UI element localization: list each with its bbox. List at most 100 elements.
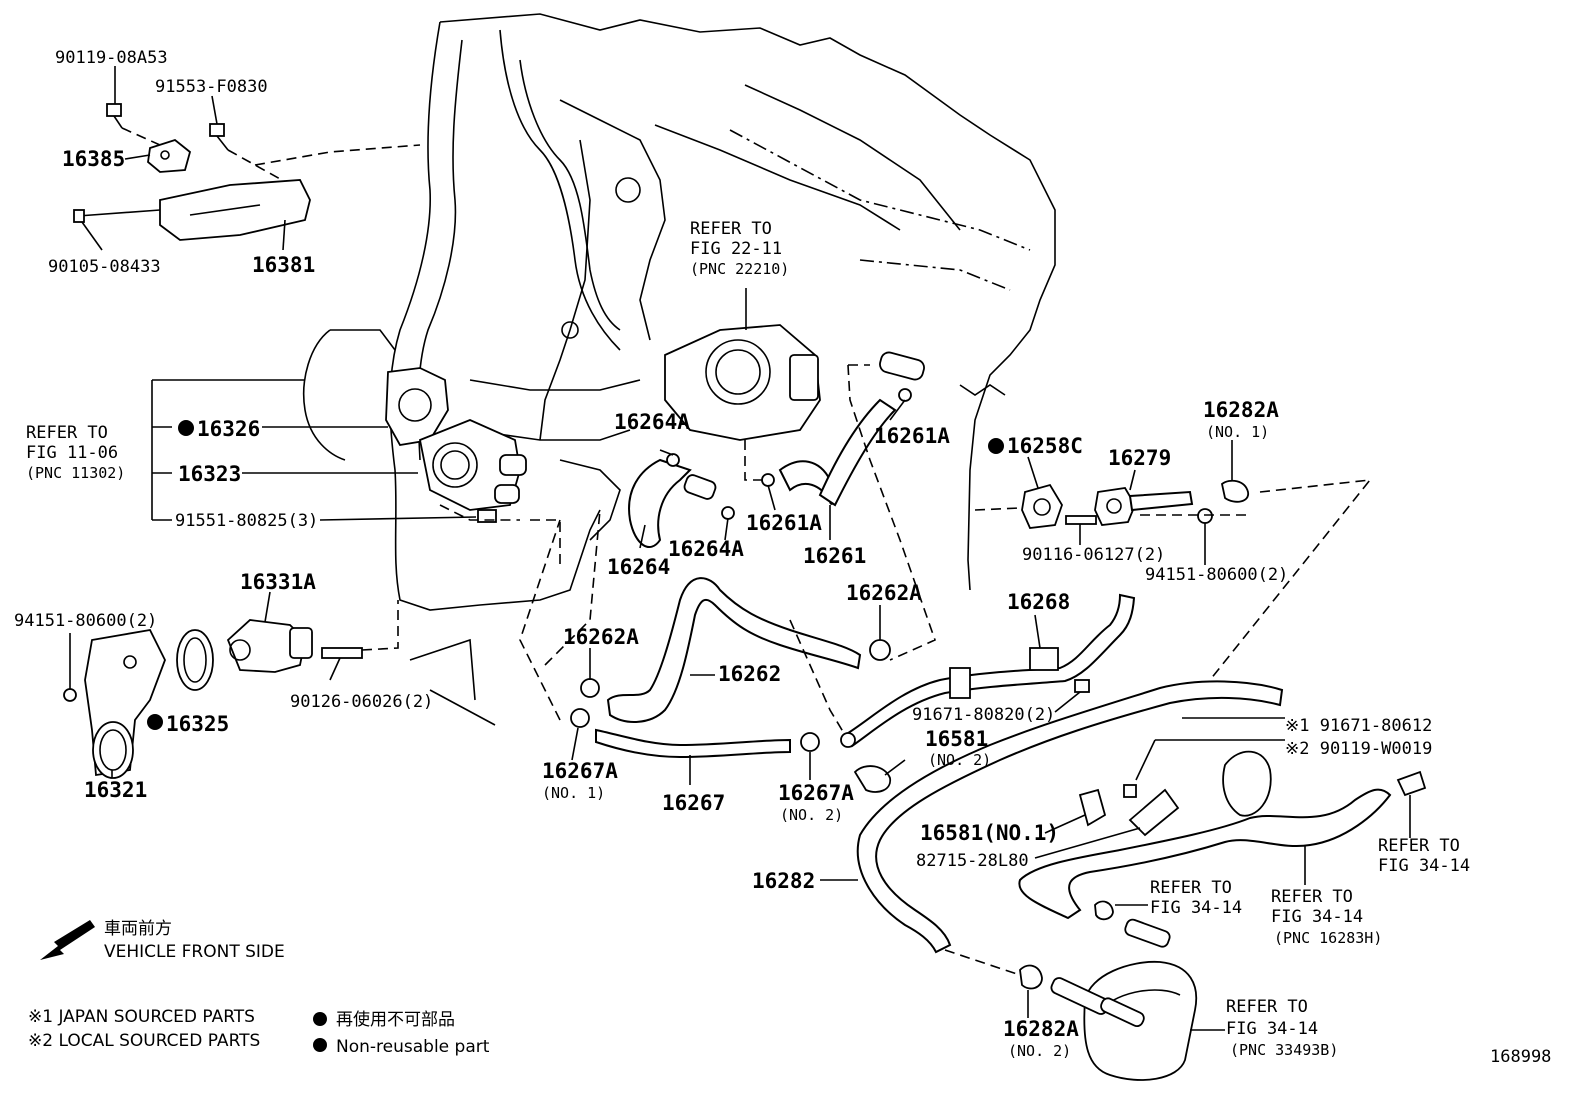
diagram-number: 168998	[1490, 1047, 1551, 1067]
refer-pnc: (PNC 16283H)	[1274, 929, 1382, 947]
refer-label: REFER TO	[1150, 878, 1232, 898]
nut-icon	[63, 688, 77, 702]
refer-pnc: (PNC 22210)	[690, 260, 789, 278]
refer-label: REFER TO	[1271, 887, 1353, 907]
label-91551-80825: 91551-80825(3)	[175, 511, 318, 531]
engine-block-outline	[302, 13, 1056, 726]
label-16258C: 16258C	[1007, 434, 1083, 458]
clamp-16581	[853, 765, 891, 793]
refer-label: REFER TO	[1378, 836, 1460, 856]
label-16262: 16262	[718, 662, 781, 686]
label-16262A: 16262A	[846, 581, 922, 605]
label-16261A: 16261A	[746, 511, 822, 535]
refer-fig: FIG 34-14	[1150, 898, 1242, 918]
bypass-pipe-group	[974, 478, 1372, 681]
label-16321: 16321	[84, 778, 147, 802]
refer-label: REFER TO	[1226, 997, 1308, 1017]
bracket-16381	[159, 179, 311, 241]
label-90105-08433: 90105-08433	[48, 257, 161, 277]
label-16282A-sub: (NO. 2)	[1008, 1042, 1071, 1060]
bolt-icon	[1074, 679, 1090, 693]
label-16581-no1: 16581(NO.1)	[920, 821, 1059, 845]
gasket-16325	[176, 629, 214, 691]
bracket-assembly	[73, 103, 421, 241]
front-arrow-icon	[40, 920, 95, 960]
bolt-icon	[477, 509, 497, 523]
legend-nonreuse-jp: 再使用不可部品	[336, 1009, 455, 1030]
label-16331A: 16331A	[240, 570, 316, 594]
label-82715-28L80: 82715-28L80	[916, 851, 1029, 871]
bolt-icon	[209, 123, 225, 137]
non-reusable-dot-icon	[313, 1012, 327, 1026]
label-16581: 16581	[925, 727, 988, 751]
label-16264A: 16264A	[668, 537, 744, 561]
clamp-16282A	[1019, 964, 1043, 990]
bolt-icon	[106, 103, 122, 117]
label-91671-80820: 91671-80820(2)	[912, 705, 1055, 725]
legend-note2: ※2 LOCAL SOURCED PARTS	[28, 1031, 260, 1051]
labels: 90119-08A53 91553-F0830 16385 90105-0843…	[14, 48, 1551, 1067]
bracket-icon	[949, 667, 971, 699]
legend-note1: ※1 JAPAN SOURCED PARTS	[28, 1007, 255, 1027]
clamp-16282A	[1220, 479, 1249, 503]
label-16267: 16267	[662, 791, 725, 815]
thermostat-group	[63, 591, 399, 779]
leader-lines	[81, 66, 1411, 1031]
gasket-16258C	[1021, 483, 1063, 529]
legend-nonreuse-en: Non-reusable part	[336, 1037, 490, 1057]
label-16323: 16323	[178, 462, 241, 486]
non-reusable-dot-icon	[178, 420, 194, 436]
refer-pnc: (PNC 33493B)	[1230, 1041, 1338, 1059]
refer-fig: FIG 22-11	[690, 239, 782, 259]
label-16262A: 16262A	[563, 625, 639, 649]
refer-bracket	[151, 379, 477, 521]
refer-fig: FIG 11-06	[26, 443, 118, 463]
label-90126-06026: 90126-06026(2)	[290, 692, 433, 712]
label-16267A: 16267A	[778, 781, 854, 805]
non-reusable-dot-icon	[147, 714, 163, 730]
hose-16282	[853, 680, 1427, 990]
clamp-16264A	[721, 506, 735, 520]
label-91553-F0830: 91553-F0830	[155, 77, 268, 97]
water-inlet-group	[385, 367, 561, 570]
hose-16262	[544, 509, 891, 723]
label-16326: 16326	[197, 417, 260, 441]
legend-front-en: VEHICLE FRONT SIDE	[104, 942, 285, 962]
label-90119-08A53: 90119-08A53	[55, 48, 168, 68]
label-16381: 16381	[252, 253, 315, 277]
clamp-16581	[1078, 788, 1107, 827]
clamp-16261A	[761, 473, 775, 487]
label-16267A: 16267A	[542, 759, 618, 783]
oil-cooler	[1050, 900, 1198, 1081]
label-16264A: 16264A	[614, 410, 690, 434]
label-16264: 16264	[607, 555, 670, 579]
bracket-icon	[1029, 647, 1059, 671]
refer-label: REFER TO	[690, 219, 772, 239]
hose-16261	[761, 351, 936, 661]
hose-16264	[628, 453, 735, 548]
label-94151-80600: 94151-80600(2)	[1145, 565, 1288, 585]
label-16282A-sub: (NO. 1)	[1206, 423, 1269, 441]
bolt-icon	[1123, 784, 1137, 798]
clamp-icon	[1222, 750, 1272, 817]
label-x2-part: ※2 90119-W0019	[1285, 739, 1432, 759]
label-16261A: 16261A	[874, 424, 950, 448]
label-16279: 16279	[1108, 446, 1171, 470]
clamp-16267A	[570, 708, 590, 728]
label-x1-part: ※1 91671-80612	[1285, 716, 1432, 736]
label-16261: 16261	[803, 544, 866, 568]
clamp-16262A	[580, 678, 600, 698]
bracket-82715	[1128, 788, 1180, 837]
clamp-16261A	[898, 388, 912, 402]
legend: 車両前方 VEHICLE FRONT SIDE ※1 JAPAN SOURCED…	[28, 919, 490, 1057]
label-16325: 16325	[166, 712, 229, 736]
nut-icon	[1197, 508, 1213, 524]
hose-16268	[789, 593, 1136, 748]
label-16581-sub: (NO. 2)	[928, 751, 991, 769]
label-16282: 16282	[752, 869, 815, 893]
clamp-icon	[840, 732, 856, 748]
refer-pnc: (PNC 11302)	[26, 464, 125, 482]
label-16282A: 16282A	[1003, 1017, 1079, 1041]
throttle-body	[664, 288, 821, 481]
